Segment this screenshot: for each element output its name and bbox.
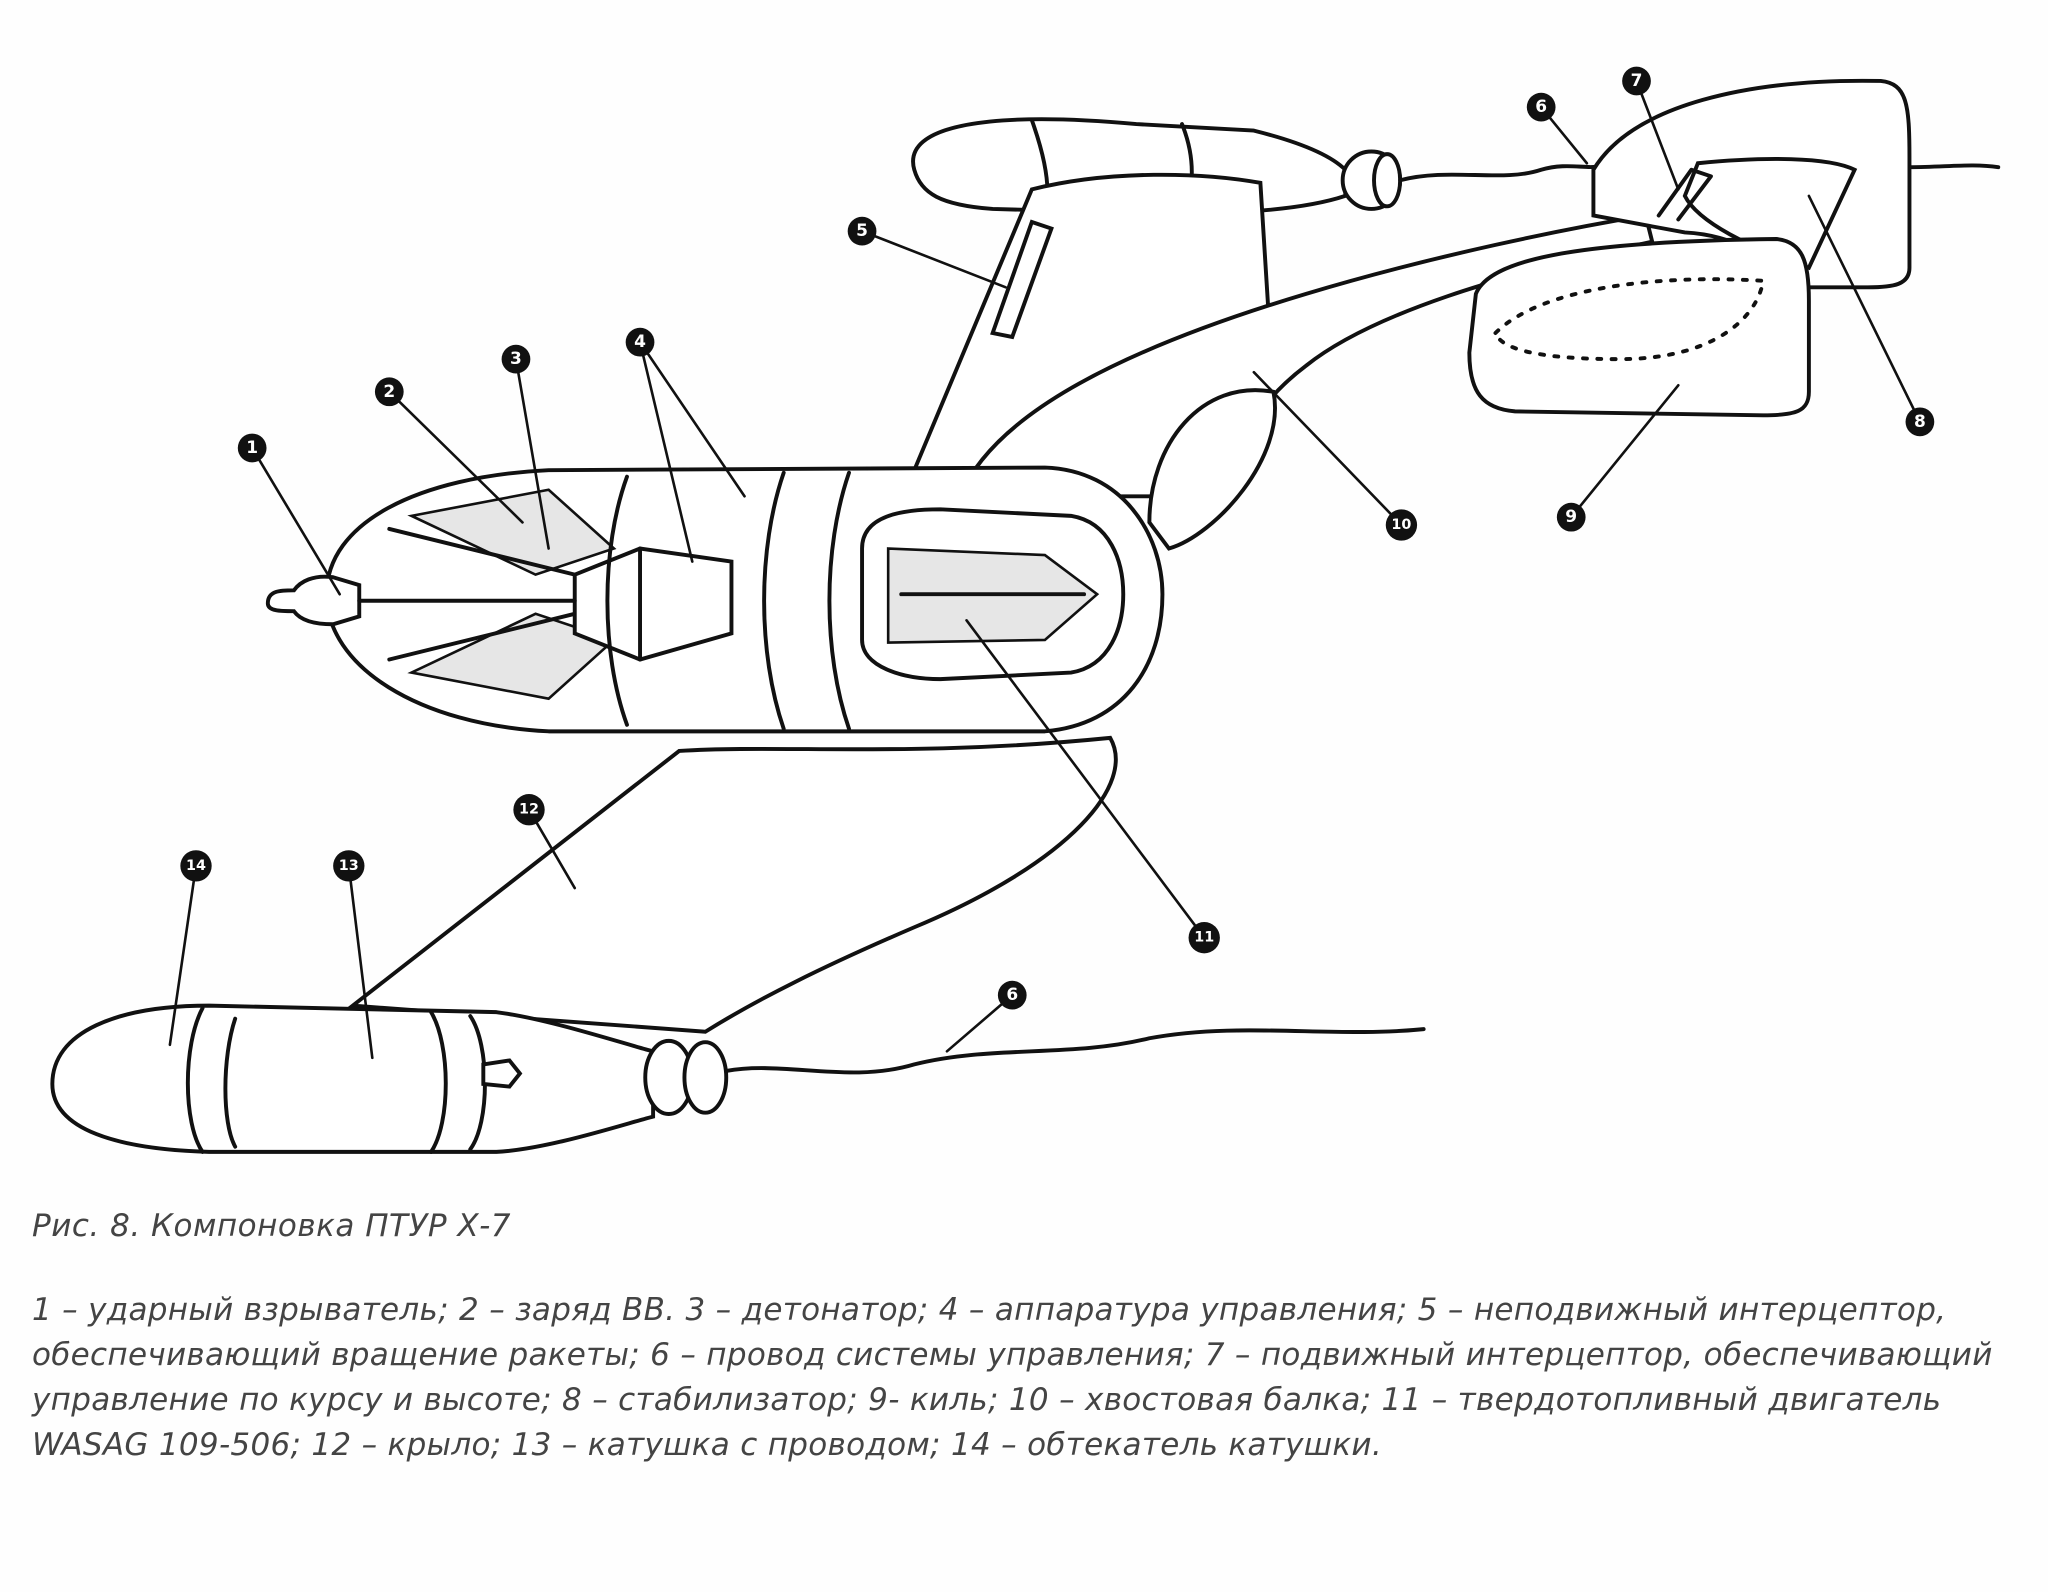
svg-text:6: 6 [1535, 97, 1547, 117]
marker-1: 1 [237, 433, 267, 463]
marker-10: 10 [1385, 509, 1418, 541]
svg-text:12: 12 [519, 802, 539, 818]
marker-7: 7 [1622, 66, 1651, 96]
svg-text:9: 9 [1565, 507, 1577, 527]
marker-5: 5 [847, 216, 877, 246]
reel-pod [50, 1003, 1426, 1154]
svg-text:2: 2 [383, 382, 395, 402]
svg-text:6: 6 [1006, 985, 1018, 1005]
fuselage [265, 465, 1165, 734]
marker-6-top: 6 [1526, 92, 1556, 122]
marker-2: 2 [374, 377, 404, 407]
figure-caption: Рис. 8. Компоновка ПТУР Х-7 1 – ударный … [32, 1208, 2022, 1468]
marker-8: 8 [1905, 407, 1935, 437]
svg-text:5: 5 [856, 221, 868, 241]
marker-11: 11 [1188, 922, 1220, 954]
svg-text:11: 11 [1194, 930, 1214, 946]
svg-text:10: 10 [1391, 517, 1411, 533]
marker-6-bottom: 6 [997, 980, 1027, 1010]
leader-lines [168, 79, 1922, 1060]
marker-12: 12 [513, 794, 545, 826]
svg-text:13: 13 [339, 858, 359, 874]
figure-legend: 1 – ударный взрыватель; 2 – заряд ВВ. 3 … [32, 1292, 1993, 1463]
tail-surfaces [1467, 78, 2001, 418]
svg-text:8: 8 [1914, 412, 1926, 432]
svg-text:7: 7 [1631, 71, 1643, 91]
marker-9: 9 [1556, 502, 1586, 532]
marker-3: 3 [501, 344, 531, 374]
figure-title: Рис. 8. Компоновка ПТУР Х-7 [32, 1208, 512, 1244]
svg-text:14: 14 [186, 858, 206, 874]
svg-text:4: 4 [634, 332, 646, 352]
svg-text:1: 1 [246, 438, 258, 458]
marker-4: 4 [625, 327, 655, 357]
svg-text:3: 3 [510, 349, 522, 369]
marker-13: 13 [333, 850, 365, 882]
marker-14: 14 [180, 850, 212, 882]
